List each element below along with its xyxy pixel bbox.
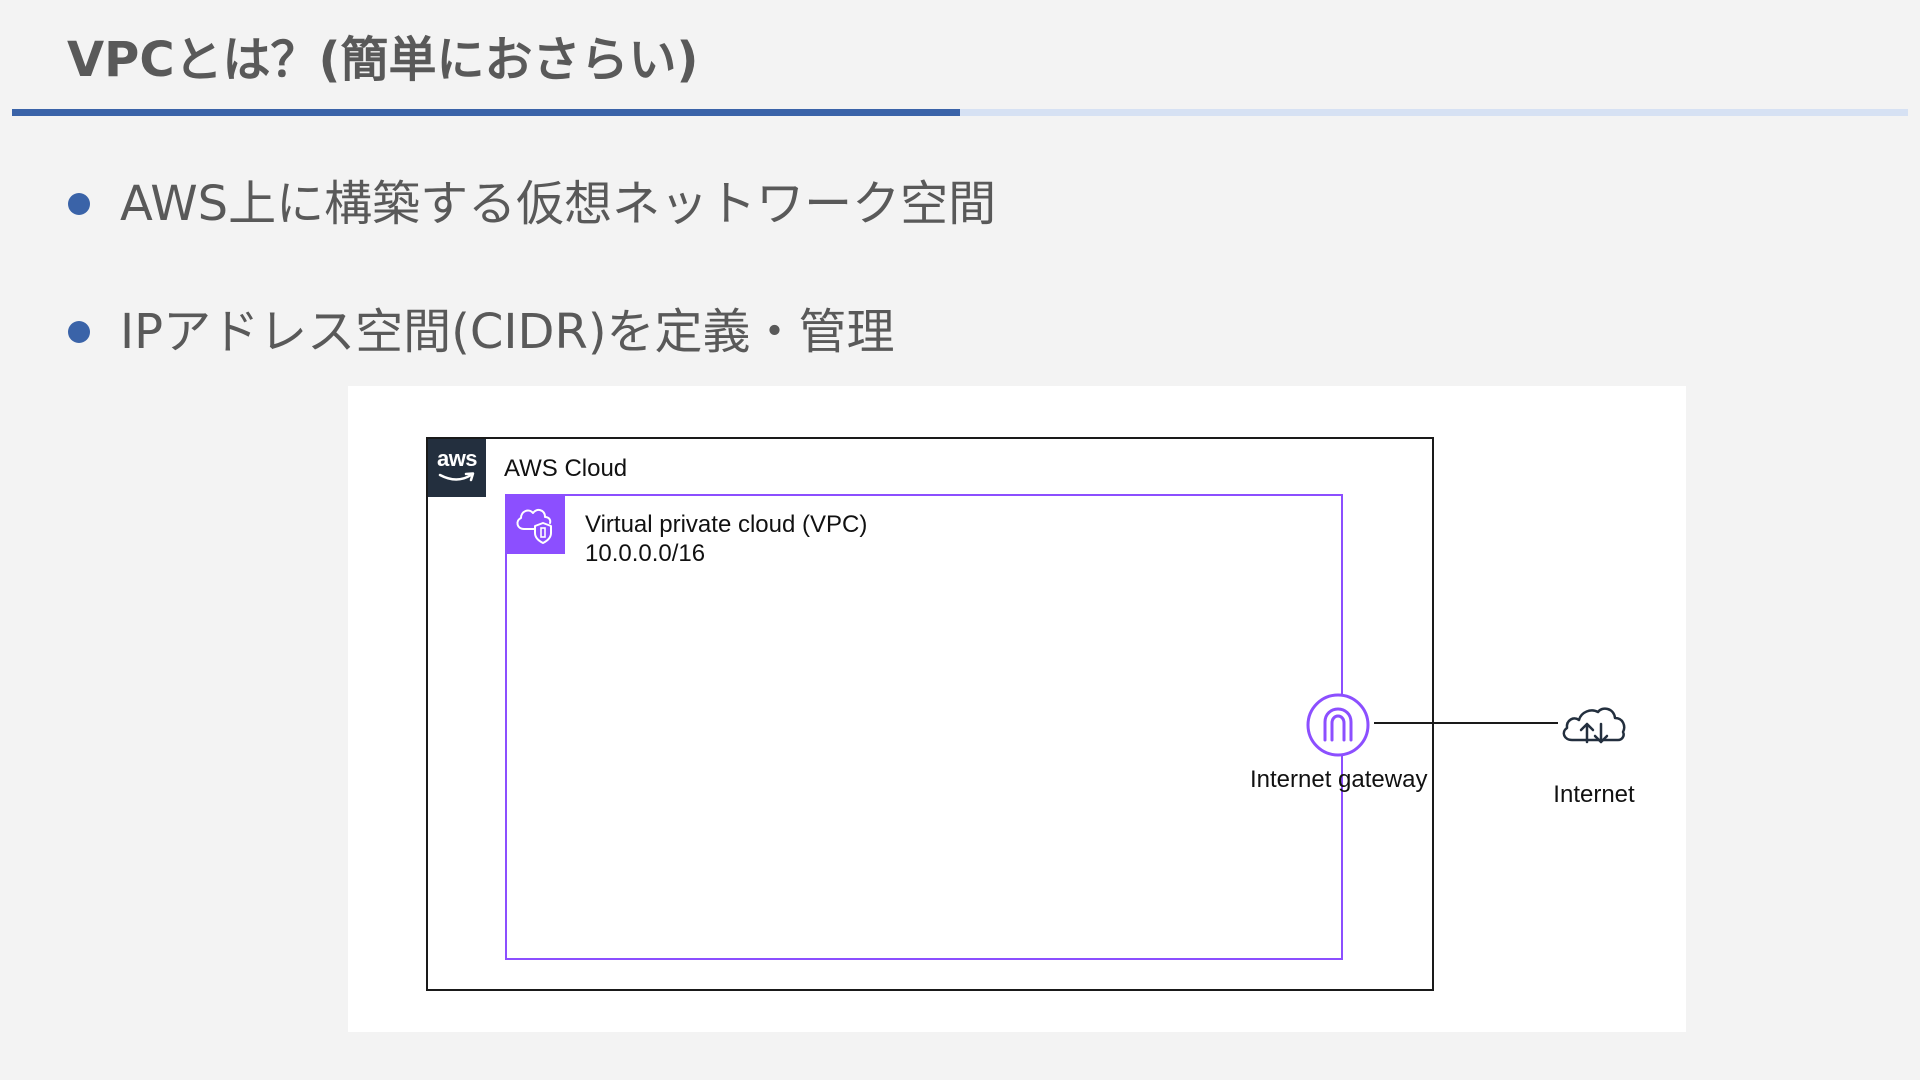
vpc-cidr: 10.0.0.0/16	[585, 540, 706, 567]
bullet-item: AWS上に構築する仮想ネットワーク空間	[68, 174, 996, 234]
internet-gateway-icon	[1306, 693, 1370, 757]
internet-gateway-label: Internet gateway	[1250, 766, 1428, 793]
vpc-group: Virtual private cloud (VPC) 10.0.0.0/16	[505, 494, 1343, 960]
title-underline	[12, 109, 1908, 116]
slide-title: VPCとは？(簡単におさらい)	[67, 32, 699, 88]
bullet-text: IPアドレス空間(CIDR)を定義・管理	[120, 304, 895, 360]
aws-cloud-group: aws AWS Cloud	[426, 437, 1434, 991]
bullet-item: IPアドレス空間(CIDR)を定義・管理	[68, 302, 895, 362]
vpc-label: Virtual private cloud (VPC)	[585, 511, 868, 538]
aws-smile-icon	[438, 472, 475, 482]
aws-logo-text: aws	[436, 446, 478, 471]
internet-cloud-icon	[1562, 707, 1626, 744]
gateway-internet-connector	[1374, 722, 1558, 724]
aws-logo-icon: aws	[428, 439, 486, 497]
aws-cloud-label: AWS Cloud	[504, 455, 628, 482]
bullet-text: AWS上に構築する仮想ネットワーク空間	[120, 176, 997, 232]
diagram-panel: aws AWS Cloud	[348, 386, 1686, 1032]
bullet-dot	[68, 193, 90, 215]
vpc-cloud-shield-icon	[507, 496, 565, 554]
bullet-dot	[68, 321, 90, 343]
title-underline-accent	[12, 109, 960, 116]
internet-label: Internet	[1553, 781, 1635, 808]
